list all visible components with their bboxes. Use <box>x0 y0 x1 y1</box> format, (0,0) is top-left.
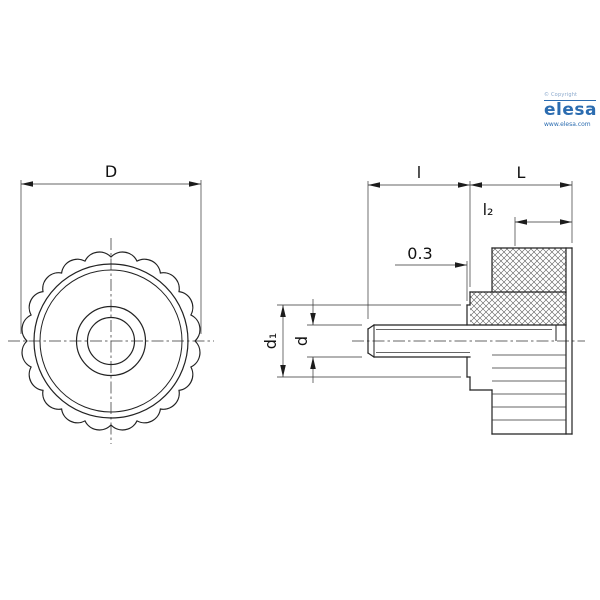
knurl-outline <box>21 251 201 431</box>
dim-d-label: d <box>292 336 311 346</box>
arrow-left <box>21 181 33 187</box>
dim-l-label: l <box>417 163 421 182</box>
dim-D: D <box>20 162 202 334</box>
dim-L: L <box>470 163 573 243</box>
threaded-stud <box>367 324 567 358</box>
knurl-inner-circle <box>33 263 189 419</box>
dim-L-label: L <box>517 163 526 182</box>
hub-section-hatch <box>470 292 566 325</box>
front-centerlines <box>8 238 214 444</box>
face-circle <box>39 269 183 413</box>
hub-circle <box>75 305 147 377</box>
dim-boss: 0.3 <box>395 244 468 301</box>
dim-l: l <box>367 163 471 319</box>
knurl-ridge-lines <box>492 354 566 421</box>
dim-l2: l₂ <box>483 200 572 246</box>
side-view <box>352 247 585 435</box>
front-view <box>8 238 214 444</box>
dim-l2-label: l₂ <box>483 200 494 219</box>
elesa-logo: © Copyright elesa www.elesa.com <box>544 92 596 128</box>
logo-rule <box>544 100 596 101</box>
dim-D-label: D <box>105 162 117 181</box>
rim-section-hatch <box>492 248 566 292</box>
brand-text: elesa <box>544 100 597 120</box>
dim-boss-label: 0.3 <box>407 244 432 263</box>
knob-body <box>466 247 573 435</box>
dim-d1-label: d₁ <box>261 333 280 350</box>
website-text: www.elesa.com <box>544 120 591 128</box>
dim-d1: d₁ <box>261 304 461 378</box>
copyright-text: © Copyright <box>544 92 578 98</box>
dim-d: d <box>292 299 362 383</box>
bore-circle <box>86 316 136 366</box>
arrow-right <box>189 181 201 187</box>
